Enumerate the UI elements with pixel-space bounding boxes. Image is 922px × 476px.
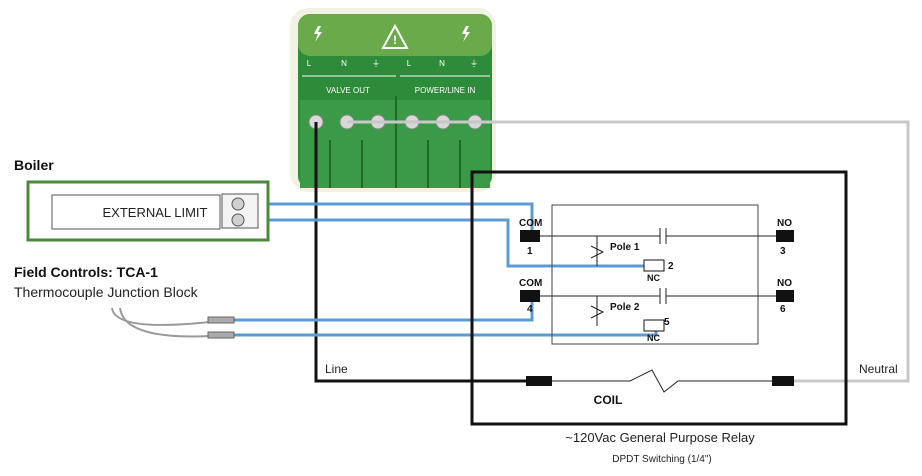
- power-line-in-label: POWER/LINE IN: [415, 86, 476, 95]
- no6-terminal: [776, 290, 794, 302]
- pole1-label: Pole 1: [610, 242, 640, 253]
- line-label: Line: [325, 362, 348, 376]
- coil-neutral-terminal: [772, 376, 794, 386]
- nc5-pin: 5: [664, 317, 670, 328]
- relay-contact-box: [551, 204, 759, 345]
- terminal-label-power-l: L: [407, 59, 412, 68]
- terminal-ridges: [329, 140, 461, 188]
- tc-to-nc5-wire: [232, 326, 658, 337]
- com4-label: COM: [519, 278, 542, 289]
- no6-label: NO: [777, 278, 792, 289]
- pole1-switch-symbol: [590, 245, 605, 259]
- thermocouple-lead-1: [111, 307, 211, 326]
- lightning-right-icon: [462, 26, 470, 42]
- no3-label: NO: [777, 218, 792, 229]
- coil-label: COIL: [594, 393, 623, 407]
- nc2-pin: 2: [668, 261, 674, 272]
- thermocouple-lead-2: [119, 307, 211, 338]
- thermocouple-connector: [207, 316, 235, 324]
- limit-terminal-screw: [231, 197, 245, 211]
- nc5-terminal: [643, 319, 665, 332]
- com1-terminal: [520, 230, 540, 242]
- neutral-wire: [347, 120, 910, 383]
- nc5-label: NC: [647, 333, 660, 343]
- com4-pin: 4: [527, 304, 533, 315]
- relay-caption: ~120Vac General Purpose Relay: [565, 430, 755, 445]
- relay-outline: [470, 170, 848, 426]
- pole2-label: Pole 2: [610, 302, 640, 313]
- limit-to-com1-wire: [243, 202, 534, 236]
- coil-line-terminal: [526, 376, 552, 386]
- field-controls-subtitle: Thermocouple Junction Block: [14, 284, 199, 300]
- terminal-label-power-n: N: [439, 59, 445, 68]
- com1-pin: 1: [527, 246, 533, 257]
- signal-wires: [232, 202, 658, 337]
- neutral-label: Neutral: [859, 362, 898, 376]
- nc2-terminal: [643, 259, 665, 272]
- valve-out-label: VALVE OUT: [326, 86, 370, 95]
- no3-terminal: [776, 230, 794, 242]
- warning-triangle-icon: [381, 23, 409, 49]
- board-top-strip: [298, 14, 492, 56]
- field-controls-title: Field Controls: TCA-1: [14, 264, 158, 280]
- control-board: ! L N ⏚ L N ⏚ VALVE OUT POWER/LINE IN: [290, 8, 496, 192]
- limit-terminal-screw: [231, 213, 245, 227]
- terminal-label-valve-ground: ⏚: [372, 59, 380, 68]
- nc2-label: NC: [647, 273, 660, 283]
- limit-to-nc2-wire: [243, 218, 650, 268]
- lightning-left-icon: [314, 26, 322, 42]
- no3-pin: 3: [780, 246, 786, 257]
- coil-symbol: [552, 369, 772, 393]
- pole2-switch-symbol: [590, 305, 605, 319]
- external-limit-label: EXTERNAL LIMIT: [103, 205, 208, 220]
- thermocouple-connector: [207, 331, 235, 339]
- line-wire: [314, 122, 530, 383]
- boiler-title: Boiler: [14, 157, 54, 173]
- com1-label: COM: [519, 218, 542, 229]
- tc-to-com4-wire: [232, 296, 534, 322]
- terminal-label-valve-l: L: [307, 59, 312, 68]
- no6-pin: 6: [780, 304, 786, 315]
- terminal-label-power-ground: ⏚: [470, 59, 478, 68]
- terminal-label-valve-n: N: [341, 59, 347, 68]
- external-limit-box: [51, 194, 221, 230]
- relay-subcaption: DPDT Switching (1/4"): [612, 454, 712, 465]
- warning-exclamation-icon: !: [393, 33, 397, 47]
- com4-terminal: [520, 290, 540, 302]
